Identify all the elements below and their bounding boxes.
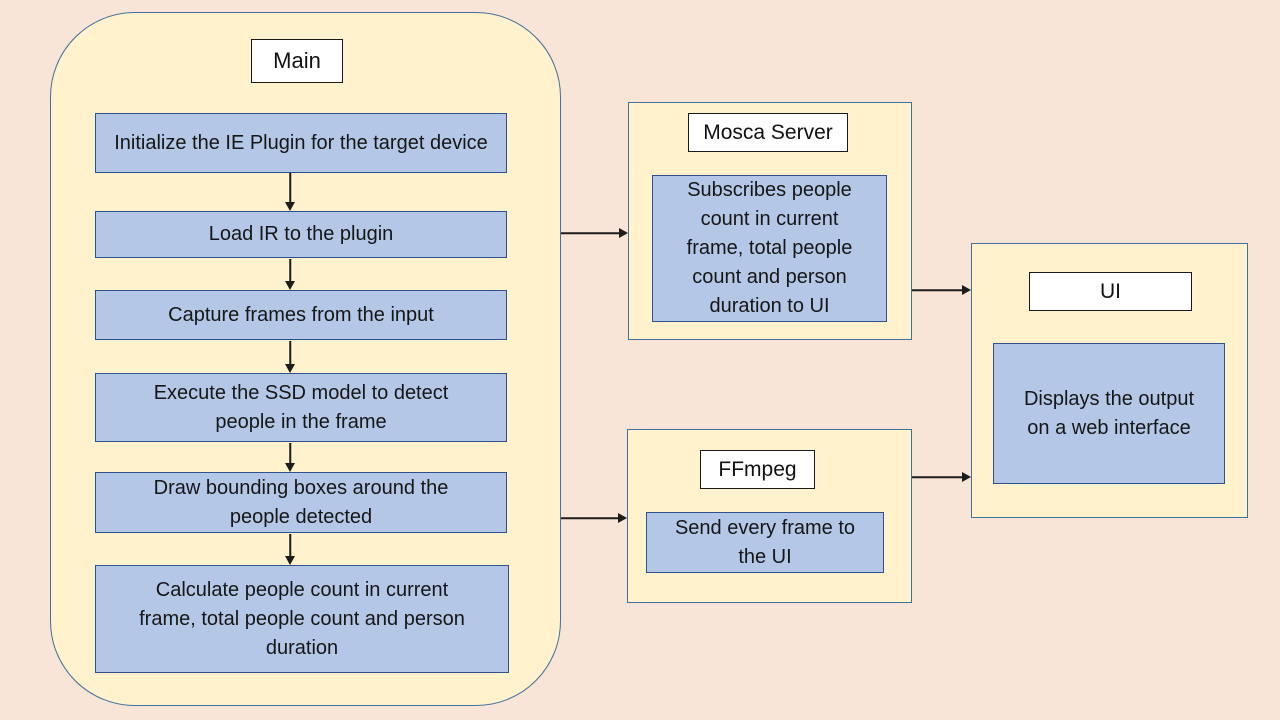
ui-title: UI <box>1029 272 1192 311</box>
ffmpeg-title: FFmpeg <box>700 450 815 489</box>
step-calculate-count: Calculate people count in current frame,… <box>95 565 509 673</box>
main-title-label: Main <box>273 48 321 73</box>
step-label: Calculate people count in current frame,… <box>139 578 465 659</box>
step-label: Load IR to the plugin <box>208 223 394 245</box>
arrow-ffmpeg-to-ui <box>912 471 971 483</box>
step-draw-boxes: Draw bounding boxes around the people de… <box>95 472 507 533</box>
ui-description-box: Displays the output on a web interface <box>993 343 1225 484</box>
ui-title-label: UI <box>1100 279 1121 303</box>
ffmpeg-description: Send every frame to the UI <box>674 516 856 568</box>
mosca-server-title: Mosca Server <box>688 113 848 152</box>
step-label: Initialize the IE Plugin for the target … <box>114 131 488 154</box>
step-label: Execute the SSD model to detect people i… <box>153 381 449 433</box>
mosca-server-title-label: Mosca Server <box>703 120 833 144</box>
step-capture-frames: Capture frames from the input <box>95 290 507 340</box>
ffmpeg-title-label: FFmpeg <box>718 457 797 481</box>
arrow-main-to-mosca <box>561 227 628 239</box>
step-load-ir: Load IR to the plugin <box>95 211 507 258</box>
mosca-server-description-box: Subscribes people count in current frame… <box>652 175 887 322</box>
arrow-step5-to-step6 <box>284 534 296 565</box>
ffmpeg-description-box: Send every frame to the UI <box>646 512 884 573</box>
arrow-step3-to-step4 <box>284 341 296 373</box>
step-initialize-plugin: Initialize the IE Plugin for the target … <box>95 113 507 173</box>
arrow-main-to-ffmpeg <box>561 512 627 524</box>
arrow-step4-to-step5 <box>284 443 296 472</box>
ui-description: Displays the output on a web interface <box>1023 387 1195 439</box>
step-label: Draw bounding boxes around the people de… <box>153 476 449 528</box>
step-label: Capture frames from the input <box>168 303 434 326</box>
arrow-step1-to-step2 <box>284 173 296 211</box>
main-title: Main <box>251 39 343 83</box>
mosca-server-description: Subscribes people count in current frame… <box>686 179 853 317</box>
arrow-step2-to-step3 <box>284 259 296 290</box>
arrow-mosca-to-ui <box>912 284 971 296</box>
step-execute-ssd: Execute the SSD model to detect people i… <box>95 373 507 442</box>
